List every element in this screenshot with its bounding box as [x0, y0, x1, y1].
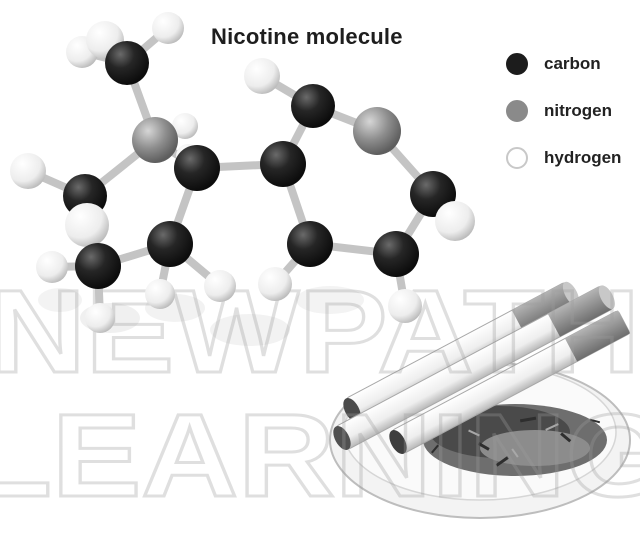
legend-item-hydrogen: hydrogen [506, 146, 621, 170]
hydrogen-atom [204, 270, 236, 302]
carbon-atom [287, 221, 333, 267]
nitrogen-swatch-icon [506, 100, 528, 122]
hydrogen-atom [145, 279, 175, 309]
molecule-atoms [10, 12, 475, 333]
hydrogen-atom [388, 289, 422, 323]
legend-item-nitrogen: nitrogen [506, 99, 621, 123]
hydrogen-swatch-icon [506, 147, 528, 169]
hydrogen-atom [85, 303, 115, 333]
legend-label: carbon [544, 54, 601, 73]
legend-label: hydrogen [544, 148, 622, 167]
hydrogen-atom [65, 203, 109, 247]
carbon-swatch-icon [506, 53, 528, 75]
hydrogen-atom [258, 267, 292, 301]
legend-label: nitrogen [544, 101, 612, 120]
diagram-title: Nicotine molecule [211, 24, 403, 49]
hydrogen-atom [152, 12, 184, 44]
atom-legend: carbon nitrogen hydrogen [506, 52, 621, 193]
cigarettes [333, 281, 631, 454]
carbon-atom [105, 41, 149, 85]
nitrogen-atom [132, 117, 178, 163]
carbon-atom [260, 141, 306, 187]
carbon-atom [75, 243, 121, 289]
hydrogen-atom [172, 113, 198, 139]
nitrogen-atom [353, 107, 401, 155]
legend-item-carbon: carbon [506, 52, 621, 76]
hydrogen-atom [435, 201, 475, 241]
watermark-line-2: LEARNING [0, 390, 640, 522]
hydrogen-atom [10, 153, 46, 189]
carbon-atom [147, 221, 193, 267]
carbon-atom [291, 84, 335, 128]
carbon-atom [373, 231, 419, 277]
hydrogen-atom [244, 58, 280, 94]
carbon-atom [174, 145, 220, 191]
hydrogen-atom [36, 251, 68, 283]
